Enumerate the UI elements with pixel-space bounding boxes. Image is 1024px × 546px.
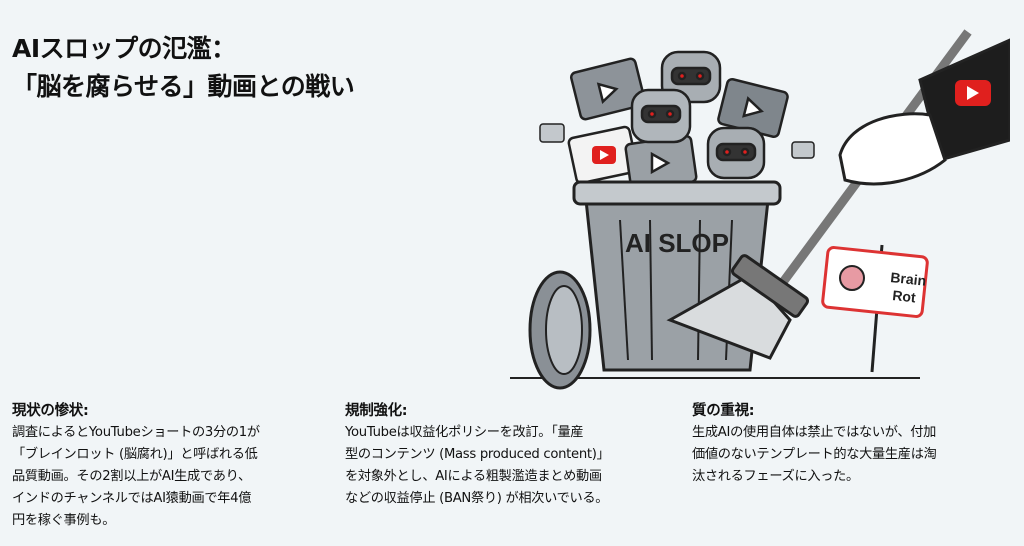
section-regulation: 規制強化: YouTubeは収益化ポリシーを改訂。「量産 型のコンテンツ (Ma… — [345, 400, 675, 510]
section-heading: 質の重視: — [692, 403, 755, 419]
section-body: YouTubeは収益化ポリシーを改訂。「量産 型のコンテンツ (Mass pro… — [345, 425, 610, 506]
title-line-2: 「脳を腐らせる」動画との戦い — [12, 72, 355, 101]
section-heading: 規制強化: — [345, 403, 408, 419]
ai-slop-illustration: AI SLOP Brain Rot — [510, 29, 1010, 390]
section-quality: 質の重視: 生成AIの使用自体は禁止ではないが、付加 価値のないテンプレート的な… — [692, 400, 1012, 488]
section-current-state: 現状の惨状: 調査によるとYouTubeショートの3分の1が 「ブレインロット … — [12, 400, 332, 532]
robot-heads — [630, 50, 766, 180]
section-body: 生成AIの使用自体は禁止ではないが、付加 価値のないテンプレート的な大量生産は淘… — [692, 425, 937, 484]
sign-label-2: Rot — [892, 287, 917, 305]
page-title: AIスロップの氾濫： 「脳を腐らせる」動画との戦い — [12, 30, 355, 106]
title-line-1: AIスロップの氾濫： — [12, 34, 236, 63]
hand — [838, 38, 1010, 186]
section-body: 調査によるとYouTubeショートの3分の1が 「ブレインロット (脳腐れ)」と… — [12, 425, 260, 528]
sign-label: Brain — [890, 269, 927, 289]
brain-rot-sign — [821, 244, 929, 373]
trash-label: AI SLOP — [625, 228, 729, 258]
section-heading: 現状の惨状: — [12, 403, 89, 419]
